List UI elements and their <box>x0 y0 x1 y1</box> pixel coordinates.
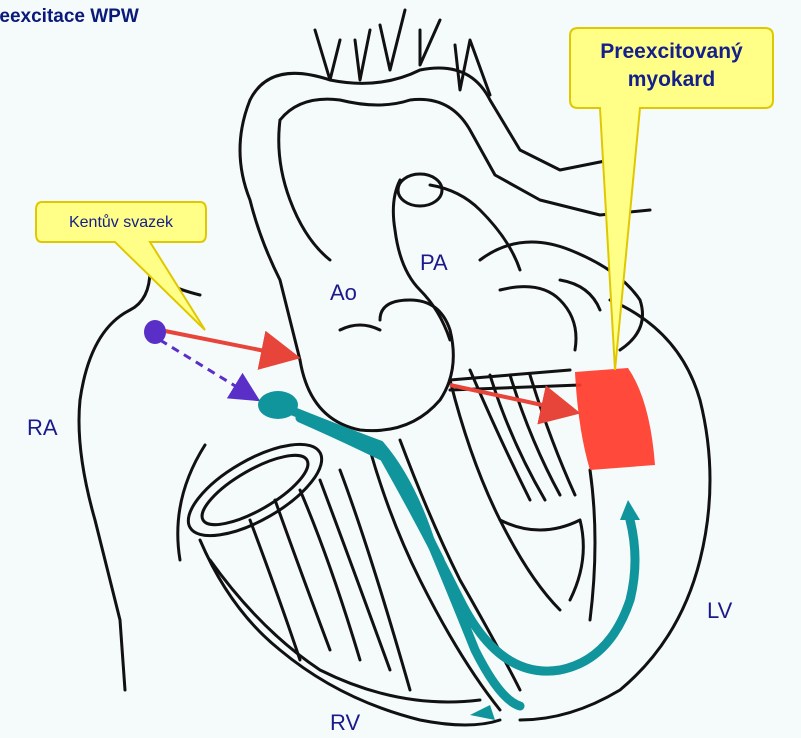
preexcited-line-2: myokard <box>570 66 773 94</box>
preexcited-callout-label: Preexcitovaný myokard <box>570 38 773 94</box>
label-pa: PA <box>420 250 448 276</box>
page-title: reexcitace WPW <box>0 6 139 28</box>
preexcited-myocardium <box>575 368 655 470</box>
label-ra: RA <box>27 415 58 441</box>
preexcited-line-1: Preexcitovaný <box>570 38 773 66</box>
kent-callout-label: Kentův svazek <box>36 214 206 232</box>
right-bundle-arrow <box>470 705 495 720</box>
label-rv: RV <box>330 710 360 736</box>
left-bundle-arrow <box>620 500 640 520</box>
label-lv: LV <box>707 598 732 624</box>
label-ao: Ao <box>330 280 357 306</box>
atrial-conduction-arrow <box>160 340 250 395</box>
